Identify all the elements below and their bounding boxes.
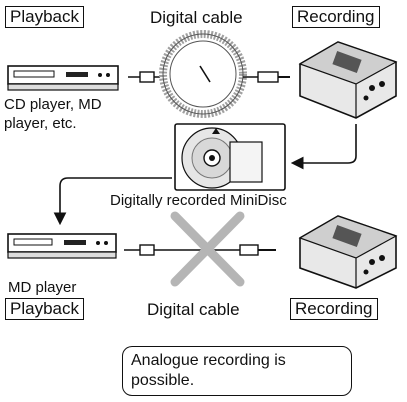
cross-out-icon [170,211,245,287]
digital-cable-coiled-icon [128,30,290,118]
source-caption-line1: CD player, MD [4,96,102,113]
md-recorder-icon [298,41,398,119]
top-cable-label: Digital cable [150,8,243,27]
note-line1: Analogue recording is [131,352,286,369]
md-player-icon [7,233,117,259]
bottom-cable-label: Digital cable [147,300,240,319]
top-playback-label: Playback [5,6,84,28]
arrow-recorder-to-disc [290,124,357,170]
disc-caption: Digitally recorded MiniDisc [110,192,287,209]
cd-player-icon [7,65,119,91]
bottom-recording-label: Recording [290,298,378,320]
note-box: Analogue recording is possible. [122,346,352,396]
source-caption-line2: player, etc. [4,115,77,132]
minidisc-icon [174,123,286,191]
md-recorder-bottom-icon [298,215,398,289]
bottom-playback-label: Playback [5,298,84,320]
arrow-disc-to-player [53,177,172,226]
top-recording-label: Recording [292,6,380,28]
md-player-caption: MD player [8,279,77,296]
note-line2: possible. [131,372,195,389]
